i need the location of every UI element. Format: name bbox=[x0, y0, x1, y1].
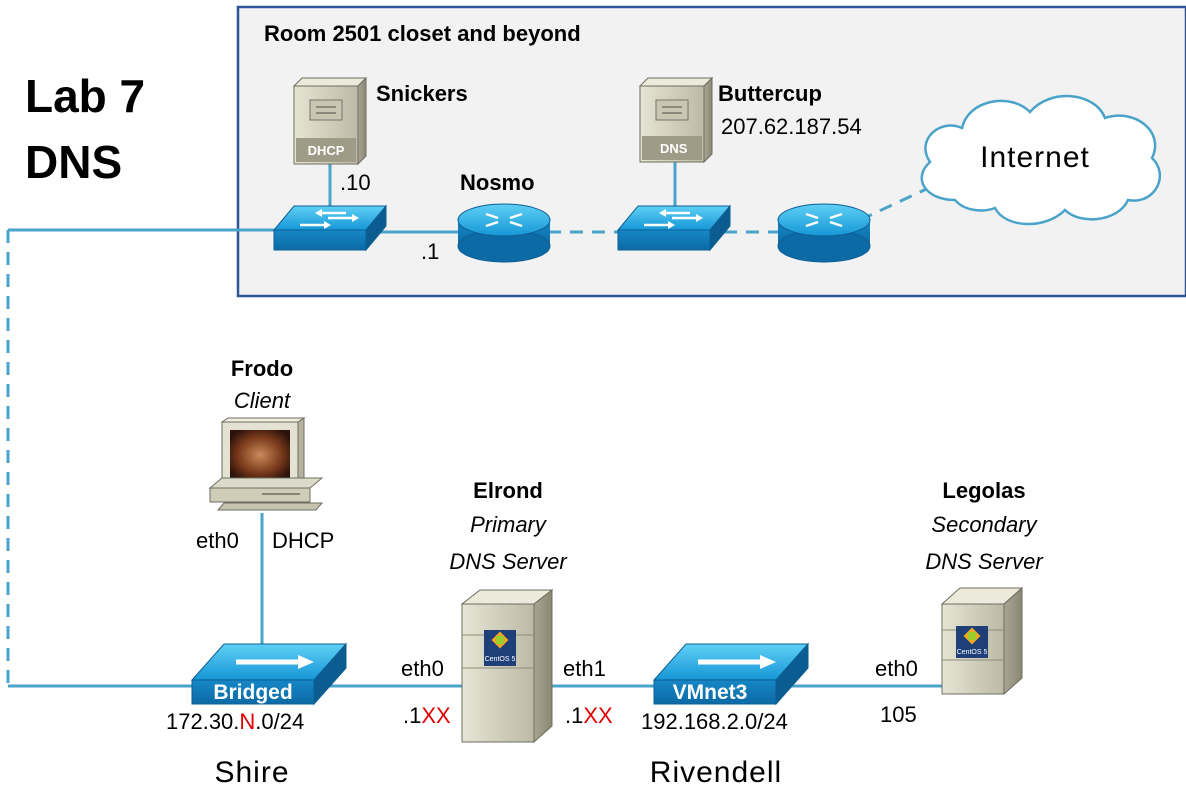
legolas-role2: DNS Server bbox=[925, 549, 1044, 574]
legolas-iface: eth0 bbox=[875, 656, 918, 681]
frodo-computer-icon[interactable] bbox=[208, 417, 324, 511]
legolas-server-icon[interactable]: CentOS 5 bbox=[940, 586, 1024, 696]
elrond-addr1-prefix: .1 bbox=[565, 703, 583, 728]
legolas-name: Legolas bbox=[942, 478, 1025, 503]
snickers-server-icon[interactable]: DHCP bbox=[292, 76, 368, 166]
buttercup-badge: DNS bbox=[660, 141, 688, 156]
room-switch-icon[interactable] bbox=[272, 204, 388, 252]
lab-title-line1: Lab 7 bbox=[25, 70, 145, 122]
bridged-switch-icon[interactable] bbox=[190, 642, 348, 706]
frodo-mode: DHCP bbox=[272, 528, 334, 553]
vmnet3-switch-icon[interactable] bbox=[652, 642, 810, 706]
elrond-addr0-var: XX bbox=[421, 703, 451, 728]
buttercup-ip: 207.62.187.54 bbox=[721, 114, 862, 139]
nosmo-addr: .1 bbox=[421, 239, 439, 264]
internet-cloud-icon bbox=[920, 94, 1162, 226]
elrond-iface1: eth1 bbox=[563, 656, 606, 681]
bridged-net-prefix: 172.30. bbox=[166, 709, 239, 734]
vmnet3-network: 192.168.2.0/24 bbox=[641, 709, 788, 734]
legolas-addr: 105 bbox=[880, 702, 917, 727]
frodo-name: Frodo bbox=[231, 356, 293, 381]
nosmo-router-icon[interactable] bbox=[457, 203, 551, 263]
elrond-addr0: .1XX bbox=[403, 703, 451, 728]
buttercup-name: Buttercup bbox=[718, 81, 822, 106]
centos-icon bbox=[963, 627, 981, 645]
bridged-net-suffix: .0/24 bbox=[255, 709, 304, 734]
elrond-role1: Primary bbox=[470, 512, 548, 537]
elrond-badge: CentOS 5 bbox=[485, 656, 516, 663]
lab-title-line2: DNS bbox=[25, 136, 122, 188]
network-links bbox=[6, 160, 945, 688]
legolas-badge: CentOS 5 bbox=[957, 649, 988, 656]
elrond-server-icon[interactable]: CentOS 5 bbox=[460, 588, 554, 744]
internet-label: Internet bbox=[980, 141, 1090, 174]
frodo-role: Client bbox=[234, 388, 291, 413]
bridged-network: 172.30.N.0/24 bbox=[166, 709, 304, 734]
room-label: Room 2501 closet and beyond bbox=[264, 21, 581, 46]
rivendell-label: Rivendell bbox=[650, 756, 782, 789]
frodo-iface: eth0 bbox=[196, 528, 239, 553]
bridged-label: Bridged bbox=[213, 681, 292, 704]
vmnet3-label: VMnet3 bbox=[673, 681, 748, 704]
elrond-role2: DNS Server bbox=[449, 549, 568, 574]
nosmo-name: Nosmo bbox=[460, 170, 535, 195]
elrond-iface0: eth0 bbox=[401, 656, 444, 681]
legolas-role1: Secondary bbox=[931, 512, 1038, 537]
centos-icon bbox=[491, 631, 509, 649]
elrond-name: Elrond bbox=[473, 478, 543, 503]
snickers-badge: DHCP bbox=[308, 143, 345, 158]
shire-label: Shire bbox=[214, 756, 289, 789]
link-router2-internet bbox=[859, 183, 936, 222]
room-switch2-icon[interactable] bbox=[616, 204, 732, 252]
snickers-addr: .10 bbox=[340, 170, 371, 195]
internet-router-icon[interactable] bbox=[777, 203, 871, 263]
bridged-net-var: N bbox=[239, 709, 255, 734]
elrond-addr1-var: XX bbox=[583, 703, 613, 728]
snickers-name: Snickers bbox=[376, 81, 468, 106]
elrond-addr1: .1XX bbox=[565, 703, 613, 728]
buttercup-server-icon[interactable]: DNS bbox=[638, 76, 714, 164]
elrond-addr0-prefix: .1 bbox=[403, 703, 421, 728]
